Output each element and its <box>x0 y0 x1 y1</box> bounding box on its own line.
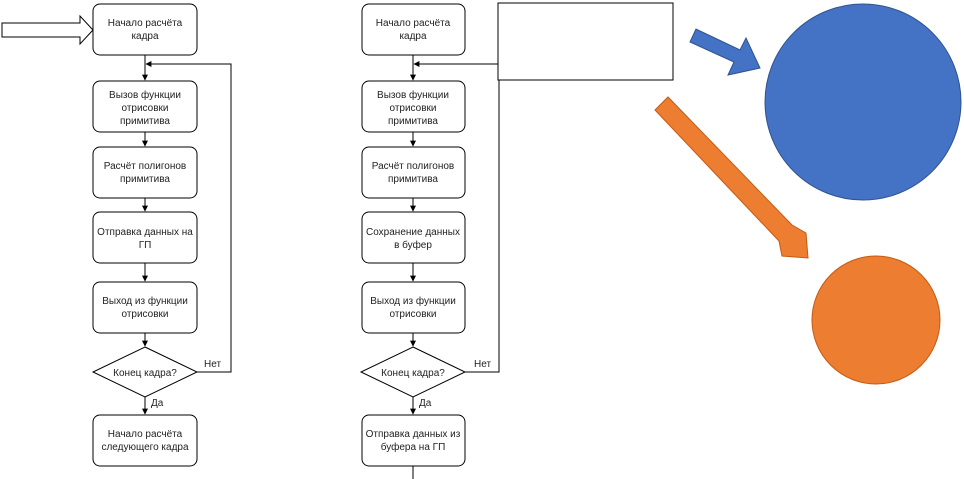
right-start-line-2: кадра <box>399 31 427 42</box>
left-exit-line-2: отрисовки <box>121 309 168 320</box>
left-call-node[interactable]: Вызов функции отрисовки примитива <box>92 80 198 133</box>
left-start-line-1: Начало расчёта <box>108 18 183 29</box>
left-decision-label: Конец кадра? <box>113 368 177 379</box>
left-send-line-2: ГП <box>139 240 152 251</box>
right-calc-node[interactable]: Расчёт полигонов примитива <box>361 146 466 199</box>
left-next-node[interactable]: Начало расчёта следующего кадра <box>92 414 198 467</box>
orange-circle[interactable] <box>811 255 941 385</box>
left-next-line-1: Начало расчёта <box>108 429 183 440</box>
outline-block-arrow <box>1 14 94 46</box>
left-calc-line-1: Расчёт полигонов <box>104 161 186 172</box>
left-call-line-3: примитива <box>120 116 170 127</box>
right-flowchart: Начало расчёта кадра Вызов функции отрис… <box>359 3 500 479</box>
left-exit-node[interactable]: Выход из функции отрисовки <box>92 281 198 334</box>
left-yes-label: Да <box>151 398 164 409</box>
right-exit-node[interactable]: Выход из функции отрисовки <box>361 281 466 334</box>
right-save-node[interactable]: Сохранение данных в буфер <box>361 211 466 264</box>
right-send-node[interactable]: Отправка данных из буфера на ГП <box>361 414 466 467</box>
right-exit-line-1: Выход из функции <box>370 295 456 307</box>
right-call-line-2: отрисовки <box>389 103 436 114</box>
right-call-line-3: примитива <box>388 116 438 127</box>
left-call-line-1: Вызов функции <box>109 89 181 101</box>
left-exit-line-1: Выход из функции <box>102 295 188 307</box>
right-call-node[interactable]: Вызов функции отрисовки примитива <box>361 80 466 133</box>
left-decision-node[interactable]: Конец кадра? <box>91 346 199 398</box>
left-send-node[interactable]: Отправка данных на ГП <box>92 211 198 264</box>
right-decision-label: Конец кадра? <box>381 368 445 379</box>
right-save-line-2: в буфер <box>394 239 432 251</box>
right-send-line-2: буфера на ГП <box>381 441 446 453</box>
right-exit-line-2: отрисовки <box>389 309 436 320</box>
right-decision-node[interactable]: Конец кадра? <box>359 346 467 398</box>
right-calc-line-1: Расчёт полигонов <box>372 161 454 172</box>
left-start-node[interactable]: Начало расчёта кадра <box>92 3 198 56</box>
left-calc-node[interactable]: Расчёт полигонов примитива <box>92 146 198 199</box>
right-save-line-1: Сохранение данных <box>366 227 460 238</box>
right-call-line-1: Вызов функции <box>377 89 449 101</box>
left-flowchart: Начало расчёта кадра Вызов функции отрис… <box>1 3 232 467</box>
orange-arrow[interactable] <box>654 96 809 259</box>
left-call-line-2: отрисовки <box>121 103 168 114</box>
right-send-line-1: Отправка данных из <box>366 429 461 440</box>
shapes-group <box>497 2 962 385</box>
right-no-label: Нет <box>474 359 491 370</box>
left-edge-loop-back <box>145 61 232 373</box>
blue-circle[interactable] <box>764 3 962 201</box>
left-no-label: Нет <box>204 359 221 370</box>
empty-rectangle[interactable] <box>497 2 674 81</box>
right-calc-line-2: примитива <box>388 174 438 185</box>
right-edge-loop-back <box>413 61 500 373</box>
right-start-node[interactable]: Начало расчёта кадра <box>361 3 466 56</box>
right-start-line-1: Начало расчёта <box>376 18 451 29</box>
left-next-line-2: следующего кадра <box>101 442 189 453</box>
left-start-line-2: кадра <box>131 31 159 42</box>
right-yes-label: Да <box>419 398 432 409</box>
blue-arrow[interactable] <box>689 28 761 76</box>
left-send-line-1: Отправка данных на <box>97 227 193 238</box>
left-calc-line-2: примитива <box>120 174 170 185</box>
